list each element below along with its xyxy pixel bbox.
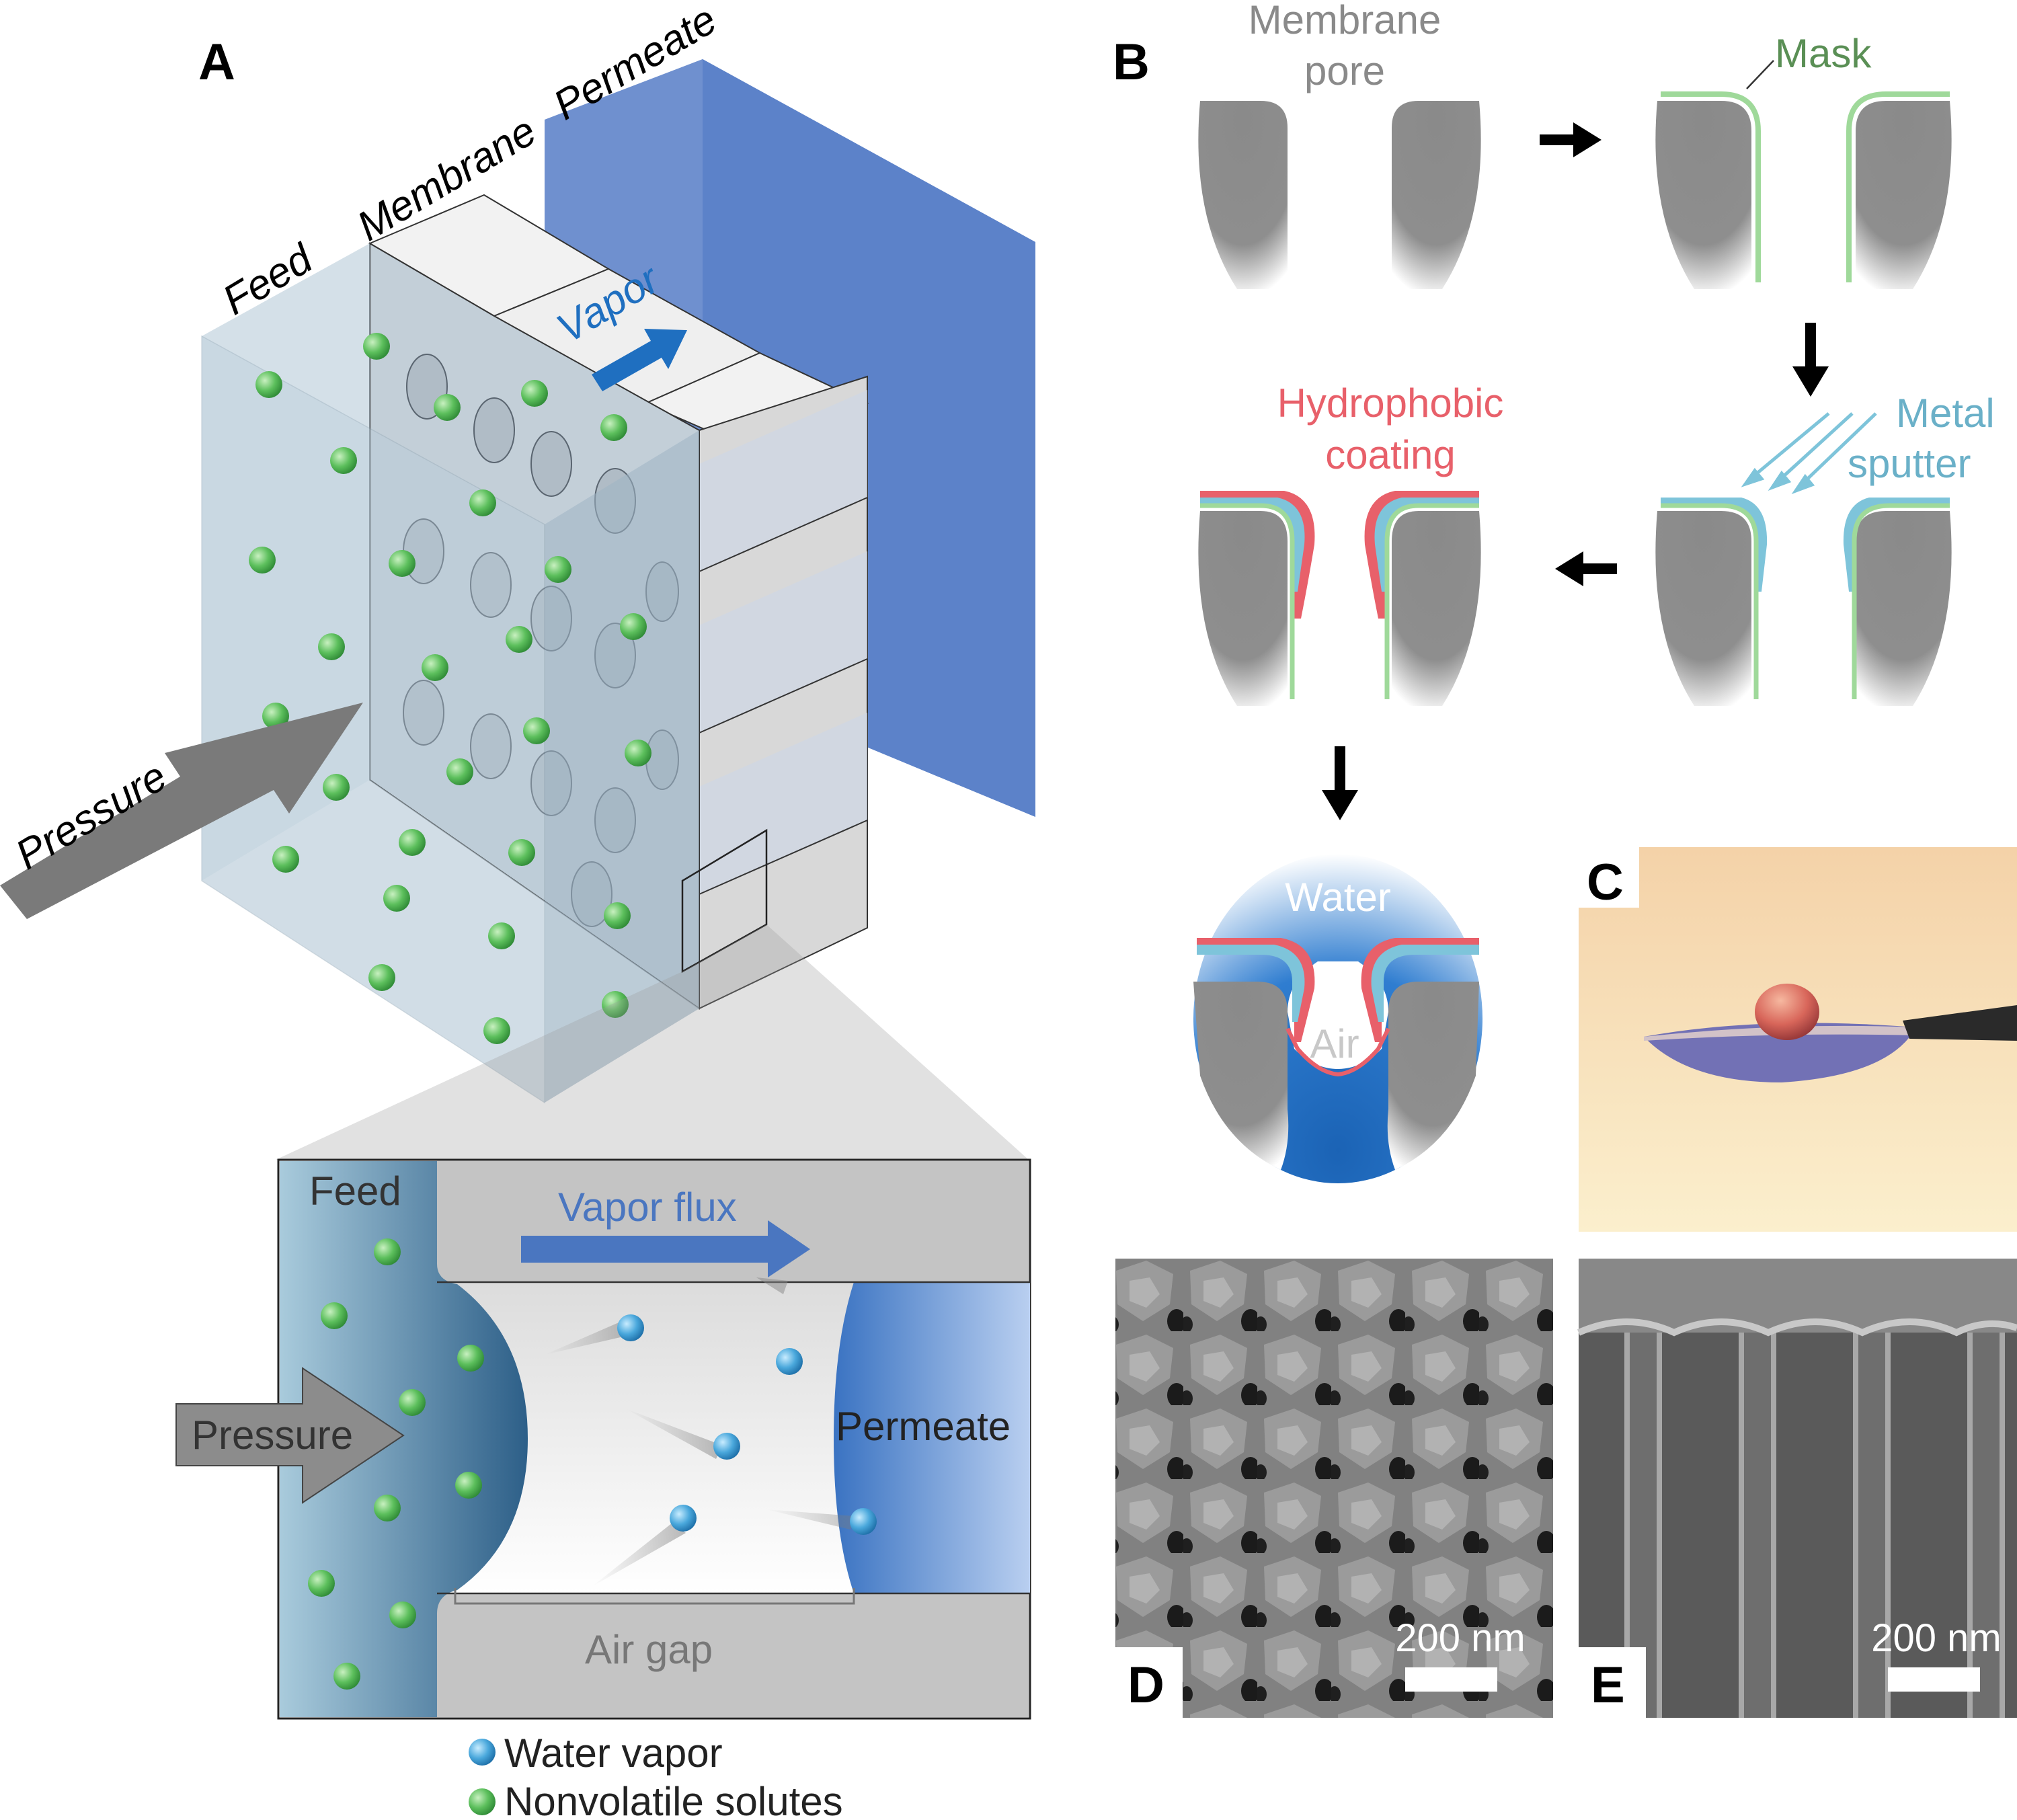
pore-step-4: Hydrophobic coating xyxy=(1198,381,1503,706)
vapor-arrow xyxy=(592,329,687,391)
panel-e: 200 nm E xyxy=(1577,1259,2017,1718)
inset-pressure-label: Pressure xyxy=(192,1413,353,1458)
panel-b: B Membrane pore Mask xyxy=(1113,0,1995,1183)
lower-membrane-wall xyxy=(437,1593,1029,1717)
pressure-arrow xyxy=(0,703,363,919)
panel-b-letter: B xyxy=(1113,34,1150,91)
vapor-trails xyxy=(545,1277,854,1587)
sem-cross-section xyxy=(1579,1259,2017,1718)
zoom-box xyxy=(681,828,768,974)
panel-e-letter: E xyxy=(1591,1657,1625,1714)
scale-label-e: 200 nm xyxy=(1871,1616,2001,1660)
vapor-flux-arrow xyxy=(521,1220,810,1277)
pore-step-1: Membrane pore xyxy=(1198,0,1481,289)
water-vapor-particles xyxy=(617,1314,877,1535)
hydrophobic-coating-label-line2: coating xyxy=(1325,432,1455,477)
pore-step-5: Water Air xyxy=(1193,854,1482,1183)
air-gap-inset: Pressure Feed Vapor flux Permeate Air ga… xyxy=(175,1158,1031,1720)
tweezers xyxy=(1903,1005,2017,1041)
membrane-disc xyxy=(1644,1023,1916,1082)
membrane-groove xyxy=(699,390,867,571)
membrane-groove xyxy=(699,713,867,894)
feed-liquid xyxy=(280,1161,528,1717)
pore-step-3: Metal sputter xyxy=(1655,391,1995,706)
arrow-down-2 xyxy=(1322,746,1358,820)
feed-volume-front xyxy=(201,335,545,1104)
hydrophobic-coating-label-line1: Hydrophobic xyxy=(1277,381,1504,426)
panel-d-letter: D xyxy=(1128,1657,1164,1714)
legend-water-vapor-swatch xyxy=(469,1739,496,1766)
inset-feed-label: Feed xyxy=(309,1169,401,1214)
air-gap-bracket xyxy=(454,1588,855,1605)
water-droplet xyxy=(1755,984,1819,1040)
sem-top-view xyxy=(1115,1259,1553,1718)
panel-d: 200 nm D xyxy=(1115,1259,1553,1718)
scale-bar-e xyxy=(1888,1667,1980,1692)
mask-label: Mask xyxy=(1775,31,1872,76)
permeate-liquid xyxy=(834,1282,1030,1593)
panel-c: C xyxy=(1579,847,2017,1232)
air-label: Air xyxy=(1310,1021,1359,1066)
legend-solutes-swatch xyxy=(469,1788,496,1815)
metal-sputter-label-line1: Metal xyxy=(1896,391,1995,436)
water-label: Water xyxy=(1285,875,1391,920)
scale-bar-d xyxy=(1405,1667,1497,1692)
zoom-cone xyxy=(276,924,1029,1160)
pore-step-2: Mask xyxy=(1655,31,1952,289)
membrane-groove xyxy=(699,551,867,733)
membrane-pore-label-line2: pore xyxy=(1304,48,1385,93)
legend-solutes-label: Nonvolatile solutes xyxy=(504,1779,843,1820)
arrow-left-1 xyxy=(1555,551,1617,586)
panel-a-letter: A xyxy=(198,34,235,91)
feed-volume-right xyxy=(545,430,699,1103)
solute-particles xyxy=(249,333,651,1044)
legend: Water vapor Nonvolatile solutes xyxy=(469,1731,843,1820)
arrow-down-1 xyxy=(1792,323,1829,397)
air-gap-label: Air gap xyxy=(585,1627,713,1672)
inset-pressure-arrow xyxy=(175,1367,405,1504)
arrow-right-1 xyxy=(1540,122,1601,157)
membrane-pore-label-line1: Membrane xyxy=(1249,0,1441,42)
inset-permeate-label: Permeate xyxy=(836,1404,1011,1449)
panel-c-letter: C xyxy=(1587,854,1624,911)
legend-water-vapor-label: Water vapor xyxy=(504,1731,723,1776)
panel-a: A xyxy=(0,0,1035,1820)
scale-label-d: 200 nm xyxy=(1395,1616,1525,1660)
metal-sputter-label-line2: sputter xyxy=(1848,441,1971,486)
vapor-flux-label: Vapor flux xyxy=(558,1185,737,1230)
inset-solutes xyxy=(308,1238,484,1690)
